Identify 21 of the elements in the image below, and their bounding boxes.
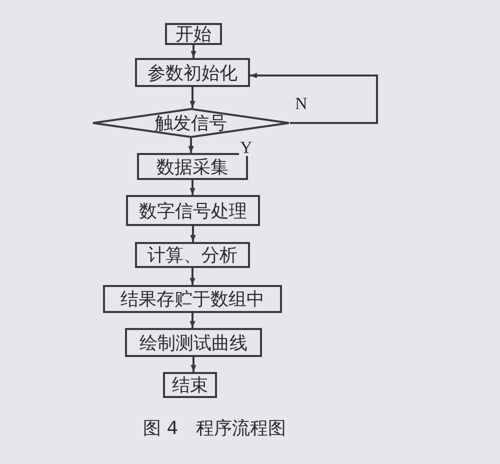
process-box: 结果存贮于数组中: [103, 285, 282, 313]
arrow: [190, 45, 196, 58]
arrow: [190, 226, 196, 242]
arrow: [188, 138, 194, 153]
decision-diamond: 触发信号: [92, 108, 290, 138]
arrow: [190, 313, 196, 328]
process-box: 绘制测试曲线: [125, 328, 262, 357]
edge-label: Y: [239, 139, 254, 156]
process-box: 数字信号处理: [126, 195, 260, 226]
arrow: [190, 87, 196, 108]
arrow: [190, 357, 196, 372]
process-box: 开始: [165, 23, 222, 45]
process-box: 结束: [163, 372, 217, 398]
figure-caption: 图 4 程序流程图: [143, 417, 286, 440]
process-box: 计算、分析: [135, 242, 250, 268]
arrow: [190, 268, 196, 285]
arrow: [190, 180, 196, 195]
process-box: 参数初始化: [135, 58, 250, 87]
edge-label: N: [294, 95, 308, 112]
process-box: 数据采集: [137, 153, 248, 180]
arrow: [250, 72, 378, 124]
